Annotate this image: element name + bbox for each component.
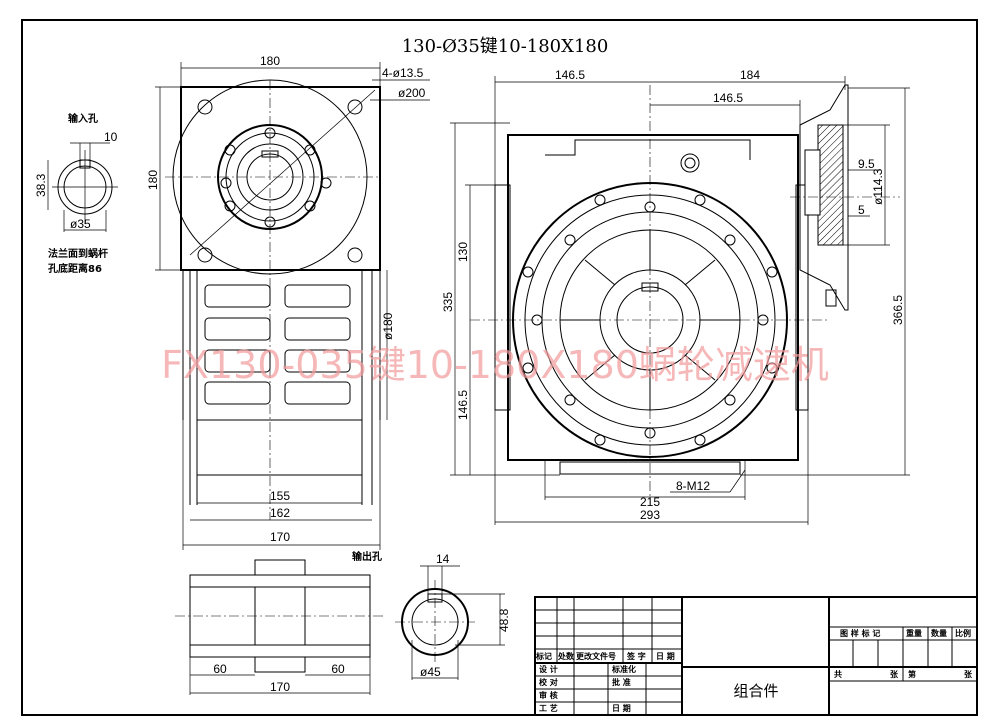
sheet-label: 张 — [964, 670, 973, 679]
dim-170: 170 — [270, 530, 290, 544]
input-hole-detail: 输入孔 10 38.3 ø35 法兰面到蜗杆 孔底距离86 — [34, 112, 118, 275]
shaft-total-dim: 170 — [270, 680, 290, 694]
process-label: 工 艺 — [539, 703, 558, 713]
rev-header-mark: 标记 — [535, 651, 552, 661]
dim-5: 5 — [858, 203, 865, 217]
input-note-line2: 孔底距离86 — [48, 262, 102, 275]
thread-dim: 8-M12 — [676, 479, 710, 493]
output-hole-label: 输出孔 — [352, 550, 382, 563]
pcd-dim: ø200 — [398, 86, 426, 100]
output-shaft-section: 输出孔 60 60 170 — [175, 550, 385, 695]
top-view: 180 180 4-ø13.5 ø200 ø180 155 162 170 — [146, 54, 430, 550]
rev-header-doc: 更改文件号 — [576, 651, 616, 661]
dim-335: 335 — [441, 292, 455, 312]
weight-label: 重量 — [906, 628, 922, 638]
output-hole-detail: 14 48.8 ø45 — [395, 552, 511, 680]
total-label: 共 — [834, 669, 842, 679]
dim-130: 130 — [456, 242, 470, 262]
output-depth: 48.8 — [497, 608, 511, 632]
part-name: 组合件 — [733, 682, 778, 700]
quantity-label: 数量 — [931, 628, 947, 638]
dim-215: 215 — [640, 495, 660, 509]
title-block: 标记 处数 更改文件号 签 字 日 期 设 计 校 对 审 核 工 艺 标准化 … — [534, 596, 978, 716]
review-label: 审 核 — [539, 690, 558, 700]
scale-label: 比例 — [955, 628, 971, 638]
rev-header-sign: 签 字 — [626, 651, 646, 661]
dim-inner-top: 146.5 — [713, 91, 743, 105]
top-height-dim: 180 — [146, 170, 160, 190]
design-label: 设 计 — [539, 664, 558, 674]
bolt-holes-dim: 4-ø13.5 — [382, 66, 424, 80]
dim-146-5-lower: 146.5 — [456, 390, 470, 420]
rev-header-date: 日 期 — [656, 651, 675, 661]
drawing-title: 130-Ø35键10-180X180 — [402, 36, 609, 57]
approve-label: 批 准 — [612, 677, 631, 687]
dim-9-5: 9.5 — [858, 157, 875, 171]
check-label: 校 对 — [539, 677, 558, 687]
input-key-width: 10 — [104, 130, 118, 144]
body-diameter-dim: ø180 — [381, 312, 395, 340]
input-diameter: ø35 — [70, 217, 91, 231]
dim-162: 162 — [270, 506, 290, 520]
sheets-label: 张 — [890, 670, 899, 679]
dim-left-top: 146.5 — [555, 68, 585, 82]
dim-293: 293 — [640, 508, 660, 522]
date-label: 日 期 — [612, 703, 631, 713]
input-depth: 38.3 — [34, 173, 48, 197]
shaft-left-dim: 60 — [213, 662, 227, 676]
flange-diameter-dim: ø114.3 — [871, 168, 885, 205]
output-key-width: 14 — [436, 552, 450, 566]
input-hole-label: 输入孔 — [68, 112, 98, 125]
dim-155: 155 — [270, 489, 290, 503]
rev-header-count: 处数 — [557, 651, 575, 661]
drawing-border — [21, 19, 978, 716]
dim-366-5: 366.5 — [891, 295, 905, 325]
drawing-mark-label: 图 样 标 记 — [840, 628, 880, 638]
input-note-line1: 法兰面到蜗杆 — [48, 247, 108, 260]
standard-label: 标准化 — [611, 664, 636, 674]
dim-right-top: 184 — [740, 68, 760, 82]
side-view: 146.5 184 146.5 130 335 146.5 366.5 ø114… — [441, 68, 910, 525]
top-width-dim: 180 — [260, 54, 280, 68]
watermark: FX130-035键10-180X180蜗轮减速机 — [161, 343, 829, 387]
shaft-right-dim: 60 — [331, 662, 345, 676]
sheet-no-label: 第 — [908, 669, 916, 679]
output-diameter: ø45 — [420, 665, 441, 679]
